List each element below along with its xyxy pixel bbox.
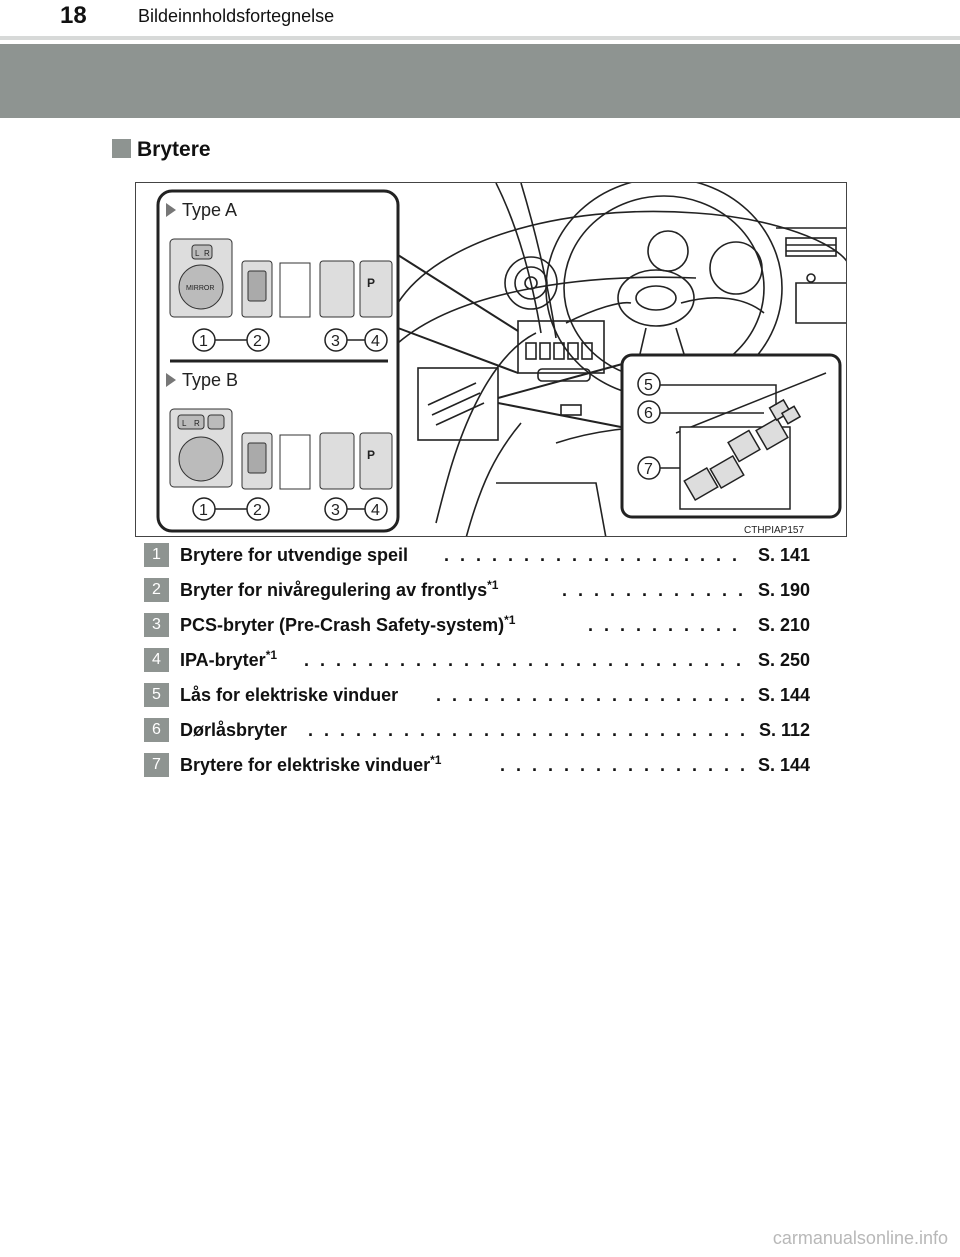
type-b-label: Type B <box>182 370 238 390</box>
callout-7: 7 <box>644 461 653 478</box>
item-label: Bryter for nivåregulering av frontlys*1 <box>180 578 498 602</box>
type-a-callouts <box>192 328 388 352</box>
item-number-badge: 6 <box>144 718 169 742</box>
inset-callouts <box>637 372 661 480</box>
page-number: 18 <box>60 2 87 29</box>
item-label: Brytere for utvendige speil <box>180 543 408 567</box>
inset-drawing <box>660 372 827 510</box>
list-item: 3 PCS-bryter (Pre-Crash Safety-system)*1… <box>144 611 824 641</box>
type-b-arrow-icon <box>166 373 176 387</box>
item-number-badge: 5 <box>144 683 169 707</box>
item-number-badge: 7 <box>144 753 169 777</box>
item-footnote: *1 <box>430 753 442 767</box>
leader-dots: . . . . . . . . . . . . . . . . <box>562 580 744 600</box>
item-label: Lås for elektriske vinduer <box>180 683 398 707</box>
callout-3a: 3 <box>331 333 340 350</box>
page-reference[interactable]: S. 144 <box>753 683 810 707</box>
type-b-switches: L R P <box>169 408 393 490</box>
list-item: 7 Brytere for elektriske vinduer*1 . . .… <box>144 751 824 781</box>
item-footnote: *1 <box>265 648 278 662</box>
type-a-switches: L R MIRROR P <box>169 238 393 318</box>
list-item: 6 Dørlåsbryter . . . . . . . . . . . . .… <box>144 716 824 746</box>
item-label: PCS-bryter (Pre-Crash Safety-system)*1 <box>180 613 515 637</box>
callout-2b: 2 <box>253 502 262 519</box>
header-title: Bildeinnholdsfortegnelse <box>138 6 335 26</box>
callout-1a: 1 <box>199 333 208 350</box>
callout-6: 6 <box>644 405 653 422</box>
item-number-badge: 1 <box>144 543 169 567</box>
item-number-badge: 2 <box>144 578 169 602</box>
callout-1b: 1 <box>199 502 208 519</box>
leader-dots: . . . . . . . . . . . . . . . . . . . . … <box>436 685 744 705</box>
illustration-svg: Type A L R MIRROR P 1 2 3 4 <box>156 183 846 536</box>
item-label-text: Dørlåsbryter <box>180 720 288 740</box>
item-number-badge: 3 <box>144 613 169 637</box>
item-label-text: Lås for elektriske vinduer <box>180 685 399 705</box>
figure-code: CTHPIAP157 <box>744 525 804 536</box>
leader-dots: . . . . . . . . . . . . . . <box>588 615 744 635</box>
page-reference[interactable]: S. 190 <box>753 578 810 602</box>
section-title-text: Brytere <box>137 138 211 161</box>
item-label-text: Bryter for nivåregulering av frontlys <box>180 580 488 600</box>
item-footnote: *1 <box>504 613 516 627</box>
item-number-badge: 4 <box>144 648 169 672</box>
item-footnote: *1 <box>487 578 499 592</box>
svg-text:P: P <box>367 448 375 462</box>
item-label-text: PCS-bryter (Pre-Crash Safety-system) <box>180 615 505 635</box>
page-reference[interactable]: S. 112 <box>754 718 810 742</box>
list-item: 2 Bryter for nivåregulering av frontlys*… <box>144 576 824 606</box>
watermark: carmanualsonline.info <box>772 1228 948 1248</box>
list-item: 5 Lås for elektriske vinduer . . . . . .… <box>144 681 824 711</box>
item-label-text: Brytere for elektriske vinduer <box>180 755 431 775</box>
callout-3b: 3 <box>331 502 340 519</box>
type-a-label: Type A <box>182 200 237 220</box>
callout-4b: 4 <box>371 502 380 519</box>
item-label-text: IPA-bryter <box>180 650 266 670</box>
page-header: 18 Bildeinnholdsfortegnelse <box>0 0 960 36</box>
section-marker <box>112 139 131 158</box>
list-item: 1 Brytere for utvendige speil . . . . . … <box>144 541 824 571</box>
callout-connectors <box>397 254 627 429</box>
leader-dots: . . . . . . . . . . . . . . . . . . . . … <box>444 545 744 565</box>
item-label: IPA-bryter*1 <box>180 648 277 672</box>
type-a-lr-left: L <box>195 249 200 258</box>
callout-4a: 4 <box>371 333 380 350</box>
list-item: 4 IPA-bryter*1 . . . . . . . . . . . . .… <box>144 646 824 676</box>
page-reference[interactable]: S. 141 <box>753 543 810 567</box>
type-a-arrow-icon <box>166 203 176 217</box>
type-a-lr-right: R <box>204 249 210 258</box>
svg-text:P: P <box>367 276 375 290</box>
type-b-lr-left: L <box>182 419 187 428</box>
header-rule <box>0 36 960 40</box>
leader-dots: . . . . . . . . . . . . . . . . . . . . … <box>308 720 744 740</box>
header-band <box>0 44 960 118</box>
dashboard-drawing <box>397 183 846 536</box>
mirror-text: MIRROR <box>186 285 214 292</box>
page-reference[interactable]: S. 250 <box>753 648 810 672</box>
switches-illustration: Type A L R MIRROR P 1 2 3 4 <box>135 182 847 537</box>
callout-5: 5 <box>644 377 653 394</box>
item-label: Dørlåsbryter <box>180 718 287 742</box>
leader-dots: . . . . . . . . . . . . . . . . . . . . … <box>500 755 744 775</box>
callout-2a: 2 <box>253 333 262 350</box>
leader-dots: . . . . . . . . . . . . . . . . . . . . … <box>304 650 744 670</box>
page-reference[interactable]: S. 144 <box>753 753 810 777</box>
item-label: Brytere for elektriske vinduer*1 <box>180 753 441 777</box>
page-reference[interactable]: S. 210 <box>753 613 810 637</box>
item-label-text: Brytere for utvendige speil <box>180 545 409 565</box>
type-b-lr-right: R <box>194 419 200 428</box>
type-b-callouts <box>192 497 388 521</box>
